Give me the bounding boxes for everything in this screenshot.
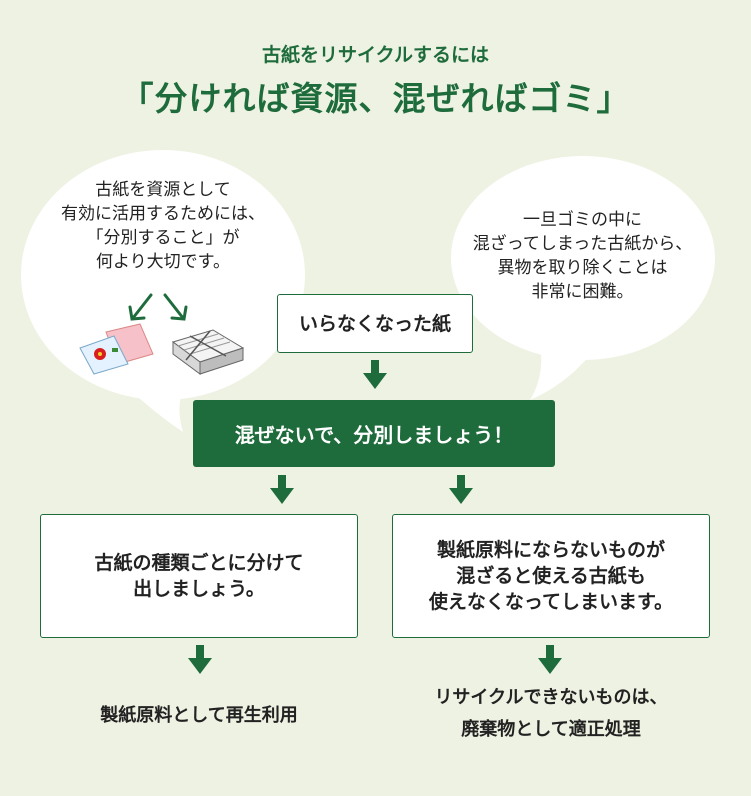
arrow-down-icon <box>163 293 188 321</box>
right-branch-line: 製紙原料にならないものが <box>436 539 665 561</box>
bubble-right-line: 一旦ゴミの中に <box>523 210 642 230</box>
right-result-line: 廃棄物として適正処理 <box>461 719 641 740</box>
arrow-down-icon <box>128 293 153 321</box>
left-result-line: 製紙原料として再生利用 <box>100 705 298 726</box>
left-branch-box: 古紙の種類ごとに分けて 出しましょう。 <box>40 514 358 638</box>
bubble-right-text: 一旦ゴミの中に 混ざってしまった古紙から、 異物を取り除くことは 非常に困難。 <box>455 208 710 304</box>
bubble-left-line: 「分別すること」が <box>86 228 240 248</box>
bubble-right-line: 異物を取り除くことは <box>497 258 668 278</box>
right-result: リサイクルできないものは、 廃棄物として適正処理 <box>392 682 710 746</box>
right-branch-box: 製紙原料にならないものが 混ざると使える古紙も 使えなくなってしまいます。 <box>392 514 710 638</box>
newspaper-bundle-icon <box>171 329 245 375</box>
bubble-right-line: 混ざってしまった古紙から、 <box>472 234 693 254</box>
left-result: 製紙原料として再生利用 <box>40 700 358 732</box>
speech-bubble-right <box>451 156 715 400</box>
bubble-left-line: 古紙を資源として <box>95 180 231 200</box>
right-branch-line: 混ざると使える古紙も <box>456 565 646 587</box>
left-branch-line: 古紙の種類ごとに分けて <box>94 552 304 574</box>
bubble-right-line: 非常に困難。 <box>531 282 634 302</box>
page-title: 「分ければ資源、混ぜればゴミ」 <box>120 79 631 118</box>
bubble-left-line: 有効に活用するためには、 <box>61 204 265 224</box>
right-branch-line: 使えなくなってしまいます。 <box>428 591 674 613</box>
subtitle: 古紙をリサイクルするには <box>261 44 490 66</box>
left-branch-line: 出しましょう。 <box>133 578 265 600</box>
main-action-banner: 混ぜないで、分別しましょう！ <box>193 400 555 467</box>
bubble-left-line: 何より大切です。 <box>96 252 230 272</box>
bubble-left-illustration <box>79 293 245 375</box>
start-box: いらなくなった紙 <box>277 294 473 353</box>
speech-bubble-left <box>21 150 305 432</box>
start-box-label: いらなくなった紙 <box>298 312 451 335</box>
sorted-paper-icon <box>79 323 154 375</box>
right-result-line: リサイクルできないものは、 <box>434 687 668 708</box>
main-action-label: 混ぜないで、分別しましょう！ <box>234 423 514 447</box>
bubble-left-text: 古紙を資源として 有効に活用するためには、 「分別すること」が 何より大切です。 <box>28 178 298 274</box>
